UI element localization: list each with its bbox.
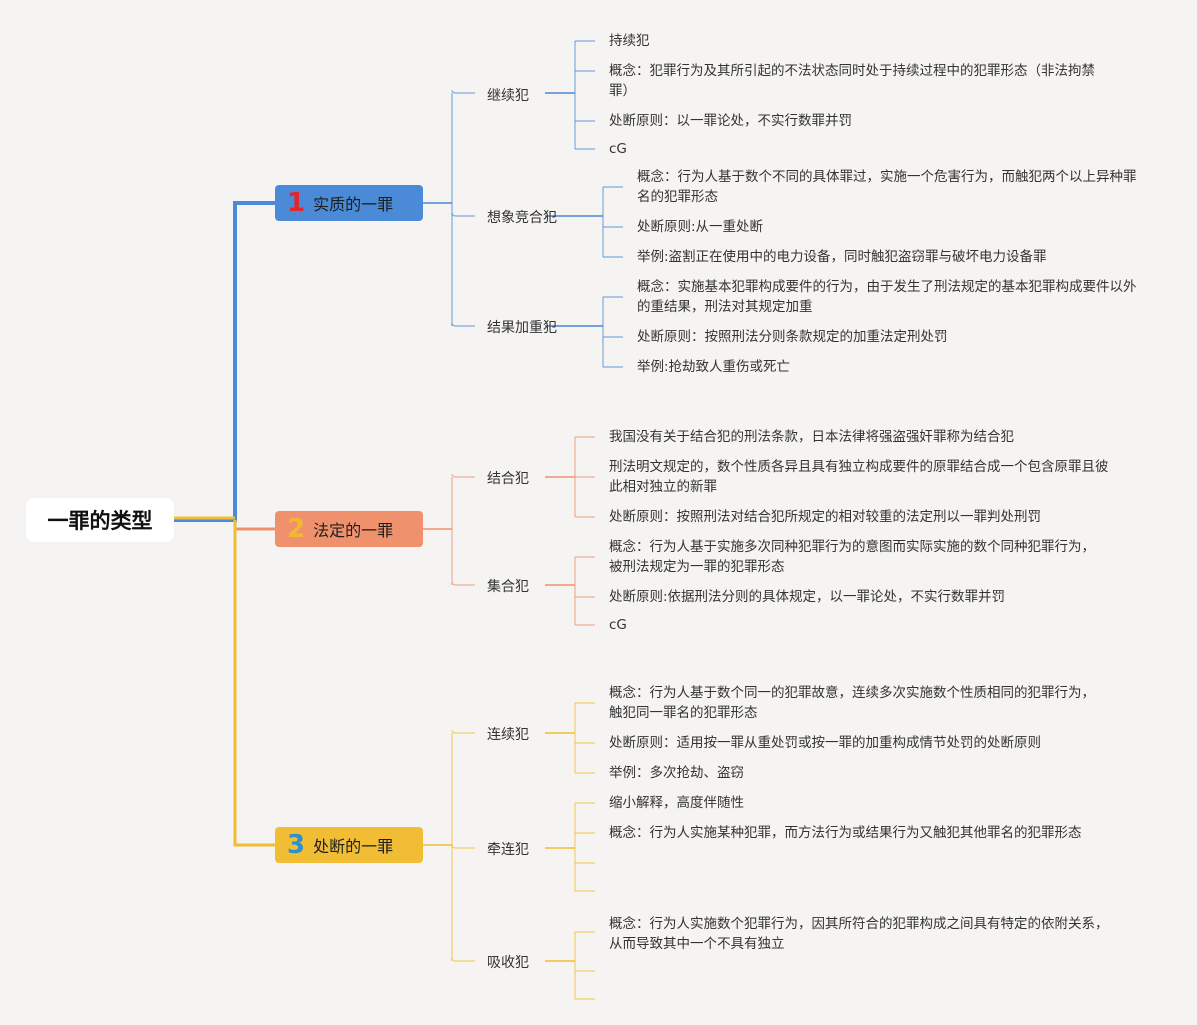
leaf-node: 概念：行为人基于数个不同的具体罪过，实施一个危害行为，而触犯两个以上异种罪名的犯… [637, 169, 1137, 205]
number-badge: 1 [287, 188, 306, 218]
category-label: 实质的一罪 [313, 195, 394, 214]
number-badge: 3 [287, 830, 306, 860]
root-node: 一罪的类型 [26, 498, 174, 542]
leaf-node: 概念：实施基本犯罪构成要件的行为，由于发生了刑法规定的基本犯罪构成要件以外的重结… [637, 279, 1137, 315]
leaf-node: 处断原则：以一罪论处，不实行数罪并罚 [609, 113, 852, 129]
leaf-node: 处断原则：适用按一罪从重处罚或按一罪的加重构成情节处罚的处断原则 [609, 735, 1041, 751]
sub-node: 结果加重犯 [487, 320, 557, 336]
connector-line [451, 473, 475, 478]
connector-line [174, 201, 275, 522]
connector-line [451, 957, 475, 962]
connector-line [451, 322, 475, 327]
sub-node: 继续犯 [487, 88, 529, 104]
leaf-node: cG [609, 141, 627, 157]
leaf-node: 举例:抢劫致人重伤或死亡 [637, 359, 791, 375]
leaf-node: 概念：行为人基于数个同一的犯罪故意，连续多次实施数个性质相同的犯罪行为，触犯同一… [609, 685, 1095, 721]
sub-node: 集合犯 [487, 579, 529, 595]
sub-node: 想象竞合犯 [487, 210, 557, 226]
leaf-node: 概念：行为人实施数个犯罪行为，因其所符合的犯罪构成之间具有特定的依附关系，从而导… [609, 916, 1109, 952]
leaf-node: 刑法明文规定的，数个性质各异且具有独立构成要件的原罪结合成一个包含原罪且彼此相对… [609, 459, 1109, 495]
leaf-node: 处断原则:依据刑法分则的具体规定，以一罪论处，不实行数罪并罚 [609, 589, 1006, 605]
sub-node: 吸收犯 [487, 955, 529, 971]
root-label: 一罪的类型 [47, 509, 153, 533]
category-node-2: 2 法定的一罪 [275, 511, 423, 547]
connector-line [233, 520, 275, 531]
category-node-3: 3 处断的一罪 [275, 827, 423, 863]
category-label: 法定的一罪 [313, 521, 394, 540]
leaf-node: 举例:盗割正在使用中的电力设备，同时触犯盗窃罪与破坏电力设备罪 [637, 249, 1047, 265]
sub-node: 牵连犯 [487, 842, 529, 858]
connector-line [451, 729, 475, 734]
connector-line [451, 844, 475, 849]
leaf-node: 处断原则:从一重处断 [637, 219, 764, 235]
number-badge: 2 [287, 514, 306, 544]
connector-line [451, 89, 475, 94]
leaf-node: 处断原则：按照刑法分则条款规定的加重法定刑处罚 [637, 329, 948, 345]
category-node-1: 1 实质的一罪 [275, 185, 423, 221]
category-label: 处断的一罪 [313, 837, 394, 856]
leaf-node: cG [609, 617, 627, 633]
leaf-node: 概念：行为人基于实施多次同种犯罪行为的意图而实际实施的数个同种犯罪行为，被刑法规… [609, 539, 1095, 575]
connector-line [233, 520, 275, 847]
leaf-node: 缩小解释，高度伴随性 [609, 795, 744, 811]
connector-line [451, 212, 475, 217]
leaf-node: 处断原则：按照刑法对结合犯所规定的相对较重的法定刑以一罪判处刑罚 [609, 509, 1041, 525]
leaf-node: 概念：行为人实施某种犯罪，而方法行为或结果行为又触犯其他罪名的犯罪形态 [609, 825, 1082, 841]
sub-node: 结合犯 [487, 471, 529, 487]
sub-node: 连续犯 [487, 727, 529, 743]
leaf-node: 举例：多次抢劫、盗窃 [609, 765, 744, 781]
leaf-node: 概念：犯罪行为及其所引起的不法状态同时处于持续过程中的犯罪形态（非法拘禁罪） [609, 63, 1095, 99]
leaf-node: 我国没有关于结合犯的刑法条款，日本法律将强盗强奸罪称为结合犯 [609, 429, 1014, 445]
connector-line [451, 581, 475, 586]
leaf-node: 持续犯 [609, 33, 650, 49]
